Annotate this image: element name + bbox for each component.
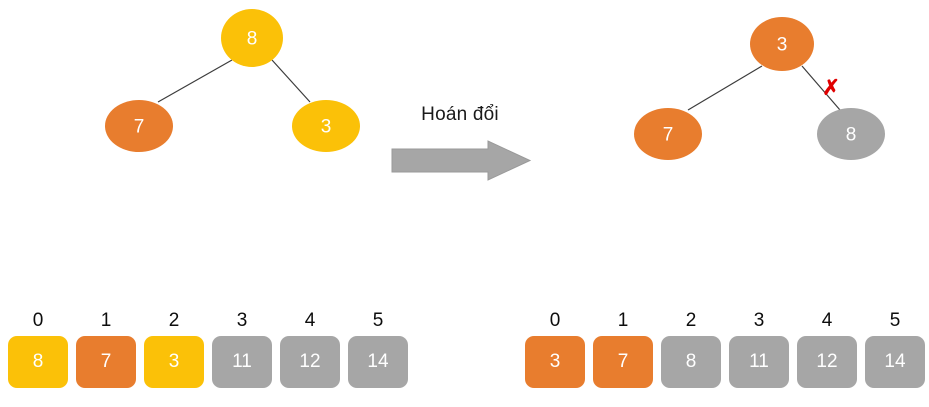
index-row: 0 1 2 3 4 5 bbox=[525, 310, 925, 332]
array-cell[interactable]: 14 bbox=[865, 336, 925, 388]
array-cell[interactable]: 11 bbox=[729, 336, 789, 388]
array-cell[interactable]: 8 bbox=[8, 336, 68, 388]
array-index-label: 5 bbox=[889, 310, 901, 331]
tree-node-left[interactable] bbox=[105, 100, 173, 152]
array-index-label: 3 bbox=[753, 310, 765, 331]
left-tree: 8 7 3 bbox=[105, 9, 360, 152]
array-cell[interactable]: 8 bbox=[661, 336, 721, 388]
tree-node-label: 3 bbox=[321, 117, 332, 138]
tree-node-right[interactable] bbox=[292, 100, 360, 152]
array-index-label: 0 bbox=[549, 310, 561, 331]
right-arrow-icon bbox=[390, 140, 532, 182]
array-index-label: 2 bbox=[685, 310, 697, 331]
array-cell[interactable]: 14 bbox=[348, 336, 408, 388]
array-cell[interactable]: 12 bbox=[797, 336, 857, 388]
tree-node-label: 7 bbox=[663, 125, 674, 146]
arrow-shape bbox=[391, 140, 532, 181]
array-cell[interactable]: 7 bbox=[76, 336, 136, 388]
right-tree: 3 7 8 ✗ bbox=[634, 17, 885, 160]
array-cell[interactable]: 12 bbox=[280, 336, 340, 388]
array-index-label: 2 bbox=[168, 310, 180, 331]
tree-node-label: 8 bbox=[247, 29, 258, 50]
array-index-label: 1 bbox=[100, 310, 112, 331]
x-mark-icon: ✗ bbox=[822, 77, 840, 100]
array-index-label: 4 bbox=[821, 310, 833, 331]
array-cell[interactable]: 3 bbox=[144, 336, 204, 388]
tree-node-label: 3 bbox=[777, 35, 788, 56]
tree-node-right[interactable] bbox=[817, 108, 885, 160]
swap-label: Hoán đổi bbox=[421, 104, 499, 125]
tree-edge bbox=[687, 65, 763, 111]
tree-node-label: 8 bbox=[846, 125, 857, 146]
array-index-label: 0 bbox=[32, 310, 44, 331]
index-row: 0 1 2 3 4 5 bbox=[8, 310, 408, 332]
trees-layer: 8 7 3 3 7 8 ✗ bbox=[105, 9, 885, 160]
array-index-label: 5 bbox=[372, 310, 384, 331]
array-index-label: 3 bbox=[236, 310, 248, 331]
tree-node-left[interactable] bbox=[634, 108, 702, 160]
tree-edge bbox=[271, 59, 311, 103]
tree-node-label: 7 bbox=[134, 117, 145, 138]
array-index-label: 1 bbox=[617, 310, 629, 331]
array-cell[interactable]: 3 bbox=[525, 336, 585, 388]
array-cell[interactable]: 7 bbox=[593, 336, 653, 388]
tree-edge bbox=[801, 65, 841, 111]
tree-edge bbox=[157, 59, 233, 103]
tree-node-root[interactable] bbox=[750, 17, 814, 71]
array-cell[interactable]: 11 bbox=[212, 336, 272, 388]
tree-node-root[interactable] bbox=[221, 9, 283, 67]
array-index-label: 4 bbox=[304, 310, 316, 331]
